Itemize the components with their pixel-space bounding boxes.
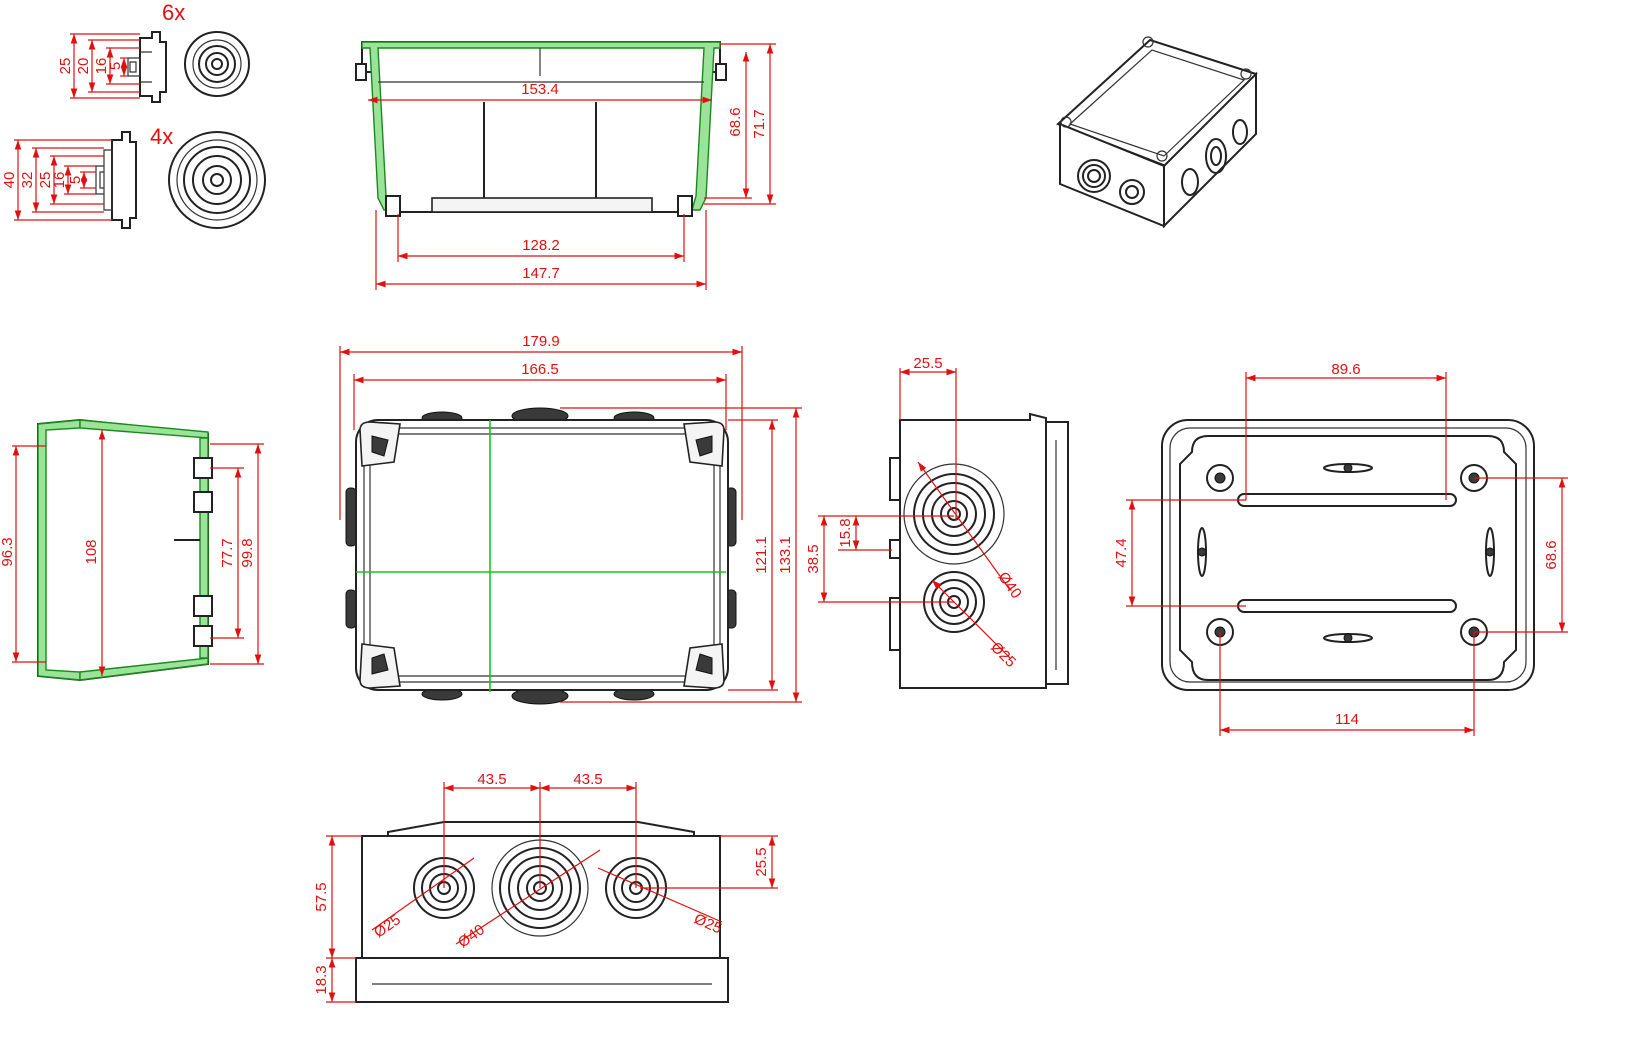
front-dim-43-5-right: 43.5 xyxy=(573,771,602,788)
section-dim-68-6: 68.6 xyxy=(727,107,744,136)
side-dim-96-3: 96.3 xyxy=(0,537,16,566)
large-grommet-dim-25: 25 xyxy=(37,172,54,189)
small-grommet-detail: 25 20 16 5 6x xyxy=(57,0,250,103)
section-dim-128-2: 128.2 xyxy=(522,237,560,254)
large-grommet-qty: 4x xyxy=(150,124,173,149)
large-grommet-dim-16: 16 xyxy=(51,172,68,189)
side-dim-99-8: 99.8 xyxy=(239,538,256,567)
small-grommet-dim-16: 16 xyxy=(93,58,110,75)
top-dim-179-9: 179.9 xyxy=(522,333,560,350)
small-grommet-dim-5: 5 xyxy=(107,62,124,70)
large-grommet-face xyxy=(168,131,266,229)
front-view: 43.5 43.5 25.5 57.5 18.3 Ø25 Ø40 Ø25 xyxy=(313,771,778,1003)
top-dim-166-5: 166.5 xyxy=(521,361,559,378)
top-dim-133-1: 133.1 xyxy=(777,536,794,574)
section-dim-147-7: 147.7 xyxy=(522,265,560,282)
end-dim-15-8: 15.8 xyxy=(837,518,854,547)
isometric-view xyxy=(1056,36,1258,229)
top-dim-121-1: 121.1 xyxy=(753,536,770,574)
front-dim-43-5-left: 43.5 xyxy=(477,771,506,788)
large-grommet-dim-40: 40 xyxy=(1,172,18,189)
bottom-dim-47-4: 47.4 xyxy=(1113,538,1130,567)
large-grommet-dim-32: 32 xyxy=(19,172,36,189)
end-dim-25-5: 25.5 xyxy=(913,355,942,372)
bottom-dim-89-6: 89.6 xyxy=(1331,361,1360,378)
bottom-view: 89.6 47.4 68.6 114 xyxy=(1113,361,1568,736)
large-grommet-detail: 40 32 25 16 5 4x xyxy=(1,124,266,229)
side-dim-108: 108 xyxy=(83,539,100,564)
small-grommet-qty: 6x xyxy=(162,0,185,25)
small-grommet-dim-25: 25 xyxy=(57,58,74,75)
front-dim-18-3: 18.3 xyxy=(313,965,330,994)
top-view: 179.9 166.5 121.1 133.1 xyxy=(339,333,802,705)
section-dim-71-7: 71.7 xyxy=(751,109,768,138)
bottom-dim-68-6: 68.6 xyxy=(1543,540,1560,569)
side-dim-77-7: 77.7 xyxy=(219,538,236,567)
end-dim-38-5: 38.5 xyxy=(805,544,822,573)
front-dim-25-5: 25.5 xyxy=(753,847,770,876)
side-section-view: 96.3 108 77.7 99.8 xyxy=(0,418,264,682)
large-grommet-dim-5: 5 xyxy=(67,176,84,184)
section-view: 153.4 68.6 71.7 128.2 147.7 xyxy=(355,41,776,290)
small-grommet-face xyxy=(184,31,250,97)
section-dim-153-4: 153.4 xyxy=(521,81,559,98)
front-dim-57-5: 57.5 xyxy=(313,882,330,911)
small-grommet-dim-20: 20 xyxy=(75,58,92,75)
end-view: 25.5 15.8 38.5 Ø40 Ø25 xyxy=(805,355,1069,689)
bottom-dim-114: 114 xyxy=(1335,711,1359,728)
